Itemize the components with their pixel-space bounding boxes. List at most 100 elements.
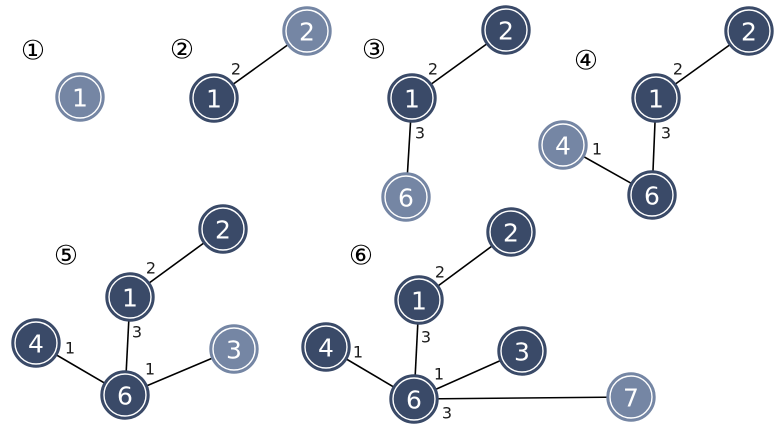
node-label: 1: [411, 287, 427, 316]
node-2-selected: 2: [486, 207, 536, 257]
node-label: 1: [206, 85, 222, 114]
node-1-selected: 1: [387, 73, 437, 123]
node-label: 2: [503, 219, 519, 248]
edge-weight-label: 3: [421, 328, 431, 347]
node-circle: [394, 275, 444, 325]
node-ring: [58, 75, 102, 119]
node-circle: [497, 326, 547, 376]
node-2-candidate: 2: [282, 6, 332, 56]
edge-weight-label: 3: [415, 124, 425, 143]
node-circle: [100, 370, 150, 420]
node-6-selected: 6: [389, 374, 439, 424]
node-1-selected: 1: [394, 275, 444, 325]
edge-weight-label: 3: [132, 323, 142, 342]
node-ring: [727, 9, 771, 53]
edge-6-7: [413, 396, 632, 400]
edge-weight-label: 1: [592, 140, 602, 159]
edge-weight-label: 3: [661, 124, 671, 143]
edge-weight-label: 1: [434, 365, 444, 384]
node-circle: [606, 372, 656, 422]
node-label: 2: [299, 18, 315, 47]
node-circle: [627, 170, 677, 220]
node-ring: [541, 123, 585, 167]
node-ring: [484, 8, 528, 52]
edge-weight-label: 1: [65, 339, 75, 358]
node-4-candidate: 4: [538, 120, 588, 170]
node-label: 6: [644, 182, 660, 211]
node-1-selected: 1: [105, 272, 155, 322]
step-label: ④: [574, 46, 598, 77]
node-circle: [189, 73, 239, 123]
node-circle: [55, 72, 105, 122]
edge-weight-label: 2: [146, 259, 156, 278]
node-label: 1: [404, 85, 420, 114]
node-circle: [198, 204, 248, 254]
node-circle: [631, 73, 681, 123]
node-circle: [11, 318, 61, 368]
node-circle: [486, 207, 536, 257]
node-label: 3: [226, 336, 242, 365]
node-ring: [285, 9, 329, 53]
node-2-selected: 2: [724, 6, 774, 56]
node-label: 3: [514, 338, 530, 367]
node-label: 1: [72, 84, 88, 113]
step-label: ⑤: [54, 241, 78, 272]
step-label: ①: [21, 36, 45, 67]
node-circle: [389, 374, 439, 424]
node-1-selected: 1: [631, 73, 681, 123]
node-ring: [609, 375, 653, 419]
node-ring: [634, 76, 678, 120]
node-ring: [304, 325, 348, 369]
node-label: 2: [741, 18, 757, 47]
node-label: 4: [28, 330, 44, 359]
node-ring: [500, 329, 544, 373]
edge-weight-label: 2: [428, 60, 438, 79]
node-6-selected: 6: [627, 170, 677, 220]
edge-weight-label: 3: [442, 404, 452, 423]
node-4-selected: 4: [11, 318, 61, 368]
edge-weight-label: 1: [145, 360, 155, 379]
node-circle: [301, 322, 351, 372]
step-label: ③: [362, 35, 386, 66]
node-3-candidate: 3: [209, 324, 259, 374]
node-label: 6: [406, 386, 422, 415]
node-circle: [105, 272, 155, 322]
node-3-selected: 3: [497, 326, 547, 376]
node-2-selected: 2: [198, 204, 248, 254]
node-circle: [538, 120, 588, 170]
edge-weight-label: 2: [435, 263, 445, 282]
node-4-selected: 4: [301, 322, 351, 372]
node-ring: [201, 207, 245, 251]
node-ring: [384, 175, 428, 219]
step-panel-1: ①1: [21, 36, 105, 122]
node-label: 2: [215, 216, 231, 245]
node-ring: [489, 210, 533, 254]
node-ring: [397, 278, 441, 322]
node-6-candidate: 6: [381, 172, 431, 222]
node-ring: [392, 377, 436, 421]
node-ring: [212, 327, 256, 371]
node-ring: [192, 76, 236, 120]
node-ring: [108, 275, 152, 319]
node-label: 6: [117, 382, 133, 411]
node-ring: [14, 321, 58, 365]
step-label: ⑥: [349, 241, 373, 272]
node-circle: [282, 6, 332, 56]
node-1-selected: 1: [189, 73, 239, 123]
node-circle: [387, 73, 437, 123]
node-circle: [481, 5, 531, 55]
node-label: 2: [498, 17, 514, 46]
node-label: 7: [623, 384, 639, 413]
node-label: 1: [122, 284, 138, 313]
node-7-candidate: 7: [606, 372, 656, 422]
node-label: 4: [318, 334, 334, 363]
step-label: ②: [170, 35, 194, 66]
edge-weight-label: 2: [673, 60, 683, 79]
node-ring: [630, 173, 674, 217]
node-label: 1: [648, 85, 664, 114]
